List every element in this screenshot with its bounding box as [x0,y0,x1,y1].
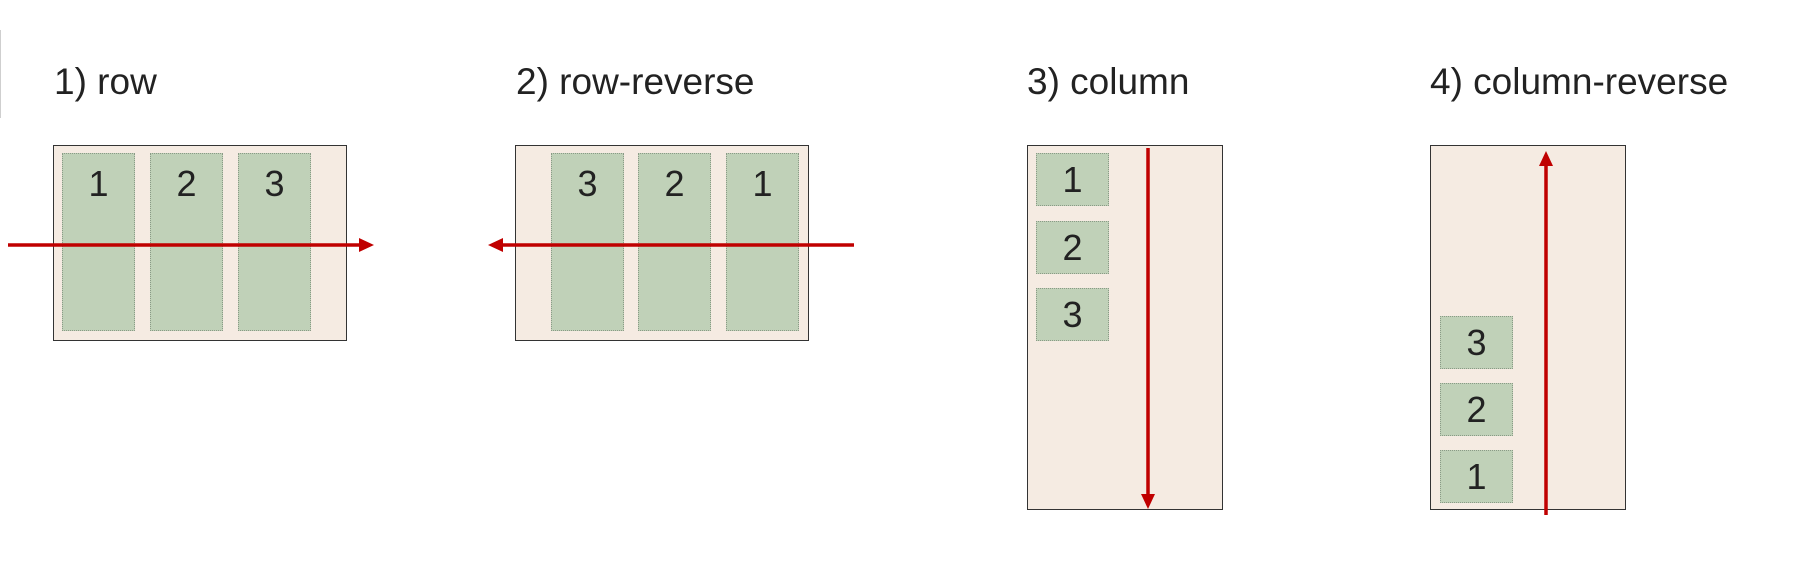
flex-item: 2 [638,153,711,331]
flex-item: 2 [150,153,223,331]
main-axis-arrow-column [1141,148,1155,509]
main-axis-arrow-row-reverse [488,238,854,252]
flex-item: 3 [1440,316,1513,369]
flex-container-row-reverse: 3 2 1 [515,145,809,341]
flex-container-row: 1 2 3 [53,145,347,341]
left-edge-divider [0,30,1,118]
flex-container-column: 1 2 3 [1027,145,1223,510]
flex-item: 1 [1036,153,1109,206]
flex-item: 3 [551,153,624,331]
flex-item: 1 [62,153,135,331]
flex-item: 1 [726,153,799,331]
panel-title-row: 1) row [54,61,157,102]
flex-item: 3 [1036,288,1109,341]
flex-container-column-reverse: 3 2 1 [1430,145,1626,510]
flex-item: 1 [1440,450,1513,503]
flex-item: 2 [1440,383,1513,436]
flex-item: 2 [1036,221,1109,274]
main-axis-arrow-column-reverse [1539,151,1553,515]
panel-title-row-reverse: 2) row-reverse [516,61,755,102]
panel-title-column: 3) column [1027,61,1190,102]
panel-title-column-reverse: 4) column-reverse [1430,61,1729,102]
flex-item: 3 [238,153,311,331]
main-axis-arrow-row [8,238,374,252]
